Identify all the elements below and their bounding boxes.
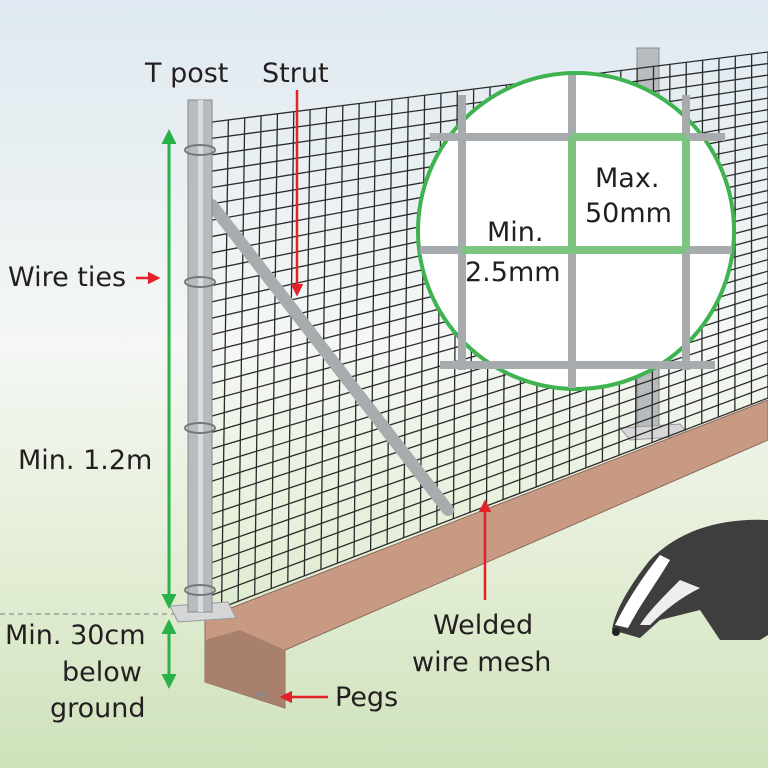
min-wire-label-2: 2.5mm <box>465 257 561 288</box>
max-spacing-label-1: Max. <box>595 163 660 194</box>
max-spacing-label-2: 50mm <box>585 198 672 229</box>
pegs-label: Pegs <box>335 682 399 713</box>
t-post-label: T post <box>145 58 229 89</box>
buried-mesh-flap <box>204 399 768 709</box>
mesh-wire <box>205 385 768 599</box>
wire-ties <box>184 144 216 596</box>
mesh-wire <box>205 374 768 582</box>
mesh-detail-inset <box>416 71 736 391</box>
min-depth-label-3: ground <box>50 693 146 724</box>
peg <box>253 691 269 699</box>
mesh-wire <box>205 351 768 550</box>
min-wire-label-1: Min. <box>487 217 544 248</box>
min-height-label: Min. 1.2m <box>18 445 153 476</box>
wire-ties-label: Wire ties <box>8 262 127 293</box>
strut <box>206 199 454 516</box>
mesh-wire <box>206 328 768 517</box>
min-depth-label-1: Min. 30cm <box>5 620 146 651</box>
strut-label: Strut <box>262 58 329 89</box>
badger <box>612 519 768 640</box>
mesh-wire <box>211 51 768 123</box>
welded-label-1: Welded <box>433 610 534 641</box>
min-depth-label-2: below <box>62 657 142 688</box>
welded-label-2: wire mesh <box>412 647 552 678</box>
front-t-post <box>169 99 237 623</box>
mesh-wire <box>205 339 768 533</box>
mesh-wire <box>205 362 768 566</box>
